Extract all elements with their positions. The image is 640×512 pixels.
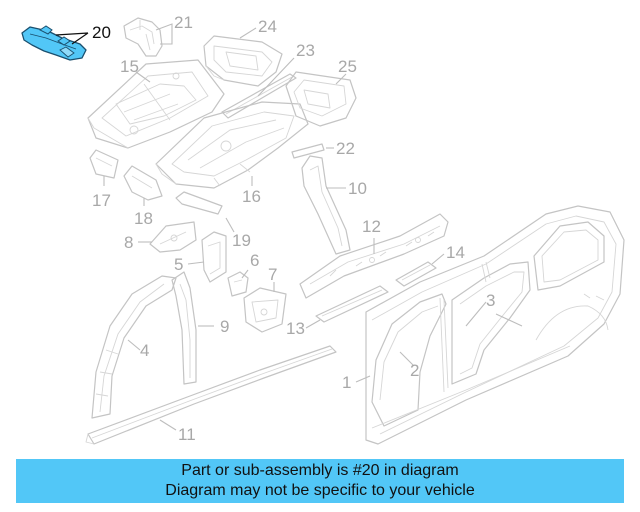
leader-13 <box>305 319 321 329</box>
parts-diagram: 1 2 3 4 5 6 7 8 9 10 11 12 13 14 15 16 1… <box>21 13 625 445</box>
callout-13: 13 <box>286 319 305 338</box>
leader-11 <box>159 419 177 431</box>
part-20-bracket[interactable] <box>21 25 87 61</box>
leader-3 <box>465 301 523 327</box>
part-12 <box>299 213 449 299</box>
callout-7: 7 <box>268 265 277 284</box>
part-18 <box>123 165 163 201</box>
callout-8: 8 <box>124 233 133 252</box>
callout-10: 10 <box>348 179 367 198</box>
part-25 <box>285 71 357 127</box>
banner-line-part: Part or sub-assembly is #20 in diagram <box>181 462 459 479</box>
leader-24 <box>239 27 257 39</box>
callout-24: 24 <box>258 17 277 36</box>
callout-20[interactable]: 20 <box>92 23 111 42</box>
part-5 <box>201 231 227 283</box>
callout-19: 19 <box>232 231 251 250</box>
leader-4 <box>127 339 141 351</box>
part-24 <box>203 35 283 87</box>
info-banner: Part or sub-assembly is #20 in diagram D… <box>16 459 624 503</box>
part-9 <box>171 271 197 385</box>
leader-14 <box>431 253 445 265</box>
part-23 <box>221 73 297 119</box>
leader-25 <box>335 73 347 85</box>
part-16 <box>155 101 309 189</box>
leader-1 <box>355 375 371 383</box>
leader-15 <box>135 71 151 83</box>
callout-9: 9 <box>220 317 229 336</box>
part-15 <box>87 59 225 149</box>
part-11 <box>85 345 337 445</box>
part-7 <box>243 287 287 333</box>
callout-2: 2 <box>410 361 419 380</box>
callout-25: 25 <box>338 57 357 76</box>
leader-21 <box>155 23 173 45</box>
callout-17: 17 <box>92 191 111 210</box>
callout-1: 1 <box>342 373 351 392</box>
leader-2 <box>399 351 415 367</box>
callout-14: 14 <box>446 243 465 262</box>
part-1 <box>365 205 625 445</box>
part-6 <box>227 271 249 297</box>
part-14 <box>395 261 437 287</box>
part-4 <box>91 275 177 419</box>
part-22 <box>291 143 325 159</box>
part-19 <box>175 191 223 215</box>
part-21 <box>123 17 163 57</box>
banner-line-disclaimer: Diagram may not be specific to your vehi… <box>165 482 475 499</box>
callout-11: 11 <box>178 425 196 444</box>
callout-22: 22 <box>336 139 355 158</box>
callout-16: 16 <box>242 187 261 206</box>
leader-5 <box>187 261 205 265</box>
leader-6 <box>241 269 249 279</box>
leader-20 <box>55 32 89 45</box>
part-10 <box>301 155 351 255</box>
leader-19 <box>225 217 235 233</box>
leader-23 <box>257 57 295 97</box>
callout-23: 23 <box>296 41 315 60</box>
callout-18: 18 <box>134 209 153 228</box>
callout-4: 4 <box>140 341 149 360</box>
callout-3: 3 <box>486 291 495 310</box>
callout-15: 15 <box>120 57 139 76</box>
callout-21: 21 <box>174 13 193 32</box>
callout-6: 6 <box>250 251 259 270</box>
part-17 <box>89 149 119 179</box>
part-13 <box>315 285 389 323</box>
callout-5: 5 <box>174 255 183 274</box>
part-8 <box>149 221 197 253</box>
callout-12: 12 <box>362 217 381 236</box>
